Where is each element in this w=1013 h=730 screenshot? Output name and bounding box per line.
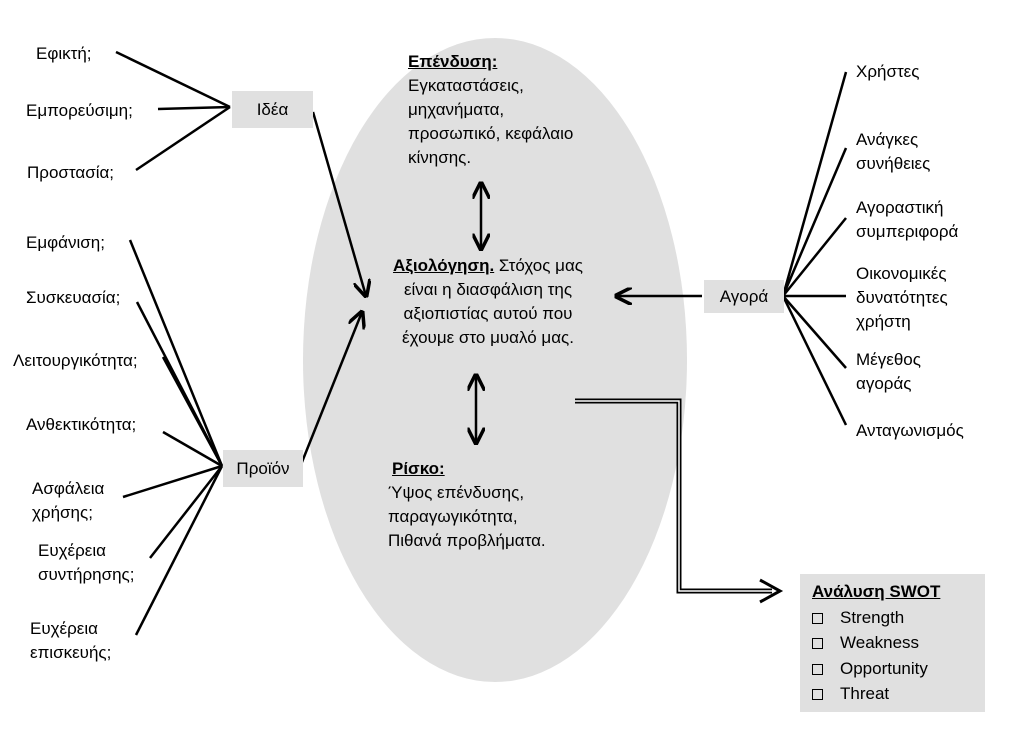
risk-line-2: παραγωγικότητα, <box>388 507 518 526</box>
product-box: Προϊόν <box>223 450 303 487</box>
risk-line-1: Ύψος επένδυσης, <box>388 483 525 502</box>
evaluation-heading: Αξιολόγηση. <box>393 256 495 275</box>
checkbox-icon <box>812 612 823 624</box>
idea-connectors <box>115 50 366 296</box>
checkbox-icon <box>812 688 823 700</box>
idea-question-protection: Προστασία; <box>27 163 115 182</box>
idea-box: Ιδέα <box>232 91 313 128</box>
evaluation-line-1: είναι η διασφάλιση της <box>403 280 573 299</box>
product-feature-repair-2: επισκευής; <box>30 643 112 662</box>
swot-item-strength: Strength <box>812 606 904 630</box>
swot-item-threat: Threat <box>812 682 889 706</box>
evaluation-block: Αξιολόγηση. Στόχος μας είναι η διασφάλισ… <box>372 254 604 350</box>
product-feature-repair-1: Ευχέρεια <box>30 619 98 638</box>
center-arrows <box>476 183 481 443</box>
market-factor-financial-3: χρήστη <box>856 312 911 331</box>
market-box: Αγορά <box>704 280 784 313</box>
swot-item-weakness: Weakness <box>812 631 919 655</box>
investment-heading: Επένδυση: <box>408 52 498 71</box>
risk-block: Ρίσκο: Ύψος επένδυσης, παραγωγικότητα, Π… <box>388 457 598 553</box>
investment-line-3: προσωπικό, κεφάλαιο <box>408 124 574 143</box>
risk-line-3: Πιθανά προβλήματα. <box>388 531 546 550</box>
market-factor-users: Χρήστες <box>856 62 920 81</box>
evaluation-line-2: αξιοπιστίας αυτού που <box>403 304 573 323</box>
checkbox-icon <box>812 663 823 675</box>
risk-heading: Ρίσκο: <box>392 459 445 478</box>
investment-block: Επένδυση: Εγκαταστάσεις, μηχανήματα, προ… <box>390 50 600 170</box>
swot-title: Ανάλυση SWOT <box>812 582 941 601</box>
market-factor-competition: Ανταγωνισμός <box>856 421 964 440</box>
evaluation-line-3: έχουμε στο μυαλό μας. <box>402 328 574 347</box>
swot-item-opportunity: Opportunity <box>812 657 928 681</box>
market-factor-size-2: αγοράς <box>856 374 912 393</box>
investment-line-1: Εγκαταστάσεις, <box>408 76 524 95</box>
market-factor-size-1: Μέγεθος <box>856 350 921 369</box>
product-feature-safety-2: χρήσης; <box>32 503 93 522</box>
evaluation-ellipse <box>303 38 687 682</box>
product-label: Προϊόν <box>236 458 290 478</box>
swot-box: Ανάλυση SWOT Strength Weakness Opportuni… <box>800 574 985 712</box>
product-feature-maintenance-2: συντήρησης; <box>38 565 135 584</box>
market-factor-behavior-1: Αγοραστική <box>856 198 944 217</box>
idea-question-feasible: Εφικτή; <box>36 44 92 63</box>
product-feature-functionality: Λειτουργικότητα; <box>13 351 138 370</box>
swot-item-label: Strength <box>840 608 905 627</box>
investment-line-4: κίνησης. <box>408 148 472 167</box>
market-factor-behavior-2: συμπεριφορά <box>856 222 959 241</box>
market-factor-financial-2: δυνατότητες <box>856 288 948 307</box>
product-feature-safety-1: Ασφάλεια <box>32 479 105 498</box>
swot-item-label: Opportunity <box>840 659 928 678</box>
evaluation-line-0: Στόχος μας <box>494 256 583 275</box>
market-factor-needs-2: συνήθειες <box>856 154 931 173</box>
market-factor-financial-1: Οικονομικές <box>856 264 947 283</box>
product-connectors <box>122 239 362 636</box>
market-connectors <box>616 71 848 426</box>
idea-label: Ιδέα <box>256 99 289 119</box>
market-factor-needs-1: Ανάγκες <box>856 130 919 149</box>
product-feature-packaging: Συσκευασία; <box>26 288 121 307</box>
product-feature-maintenance-1: Ευχέρεια <box>38 541 106 560</box>
swot-item-label: Weakness <box>840 633 920 652</box>
checkbox-icon <box>812 637 823 649</box>
product-feature-appearance: Εμφάνιση; <box>26 233 105 252</box>
idea-question-marketable: Εμπορεύσιμη; <box>26 101 133 120</box>
market-label: Αγορά <box>719 286 769 306</box>
investment-line-2: μηχανήματα, <box>408 100 505 119</box>
swot-connector <box>575 398 784 604</box>
product-feature-durability: Ανθεκτικότητα; <box>26 415 137 434</box>
swot-item-label: Threat <box>840 684 890 703</box>
